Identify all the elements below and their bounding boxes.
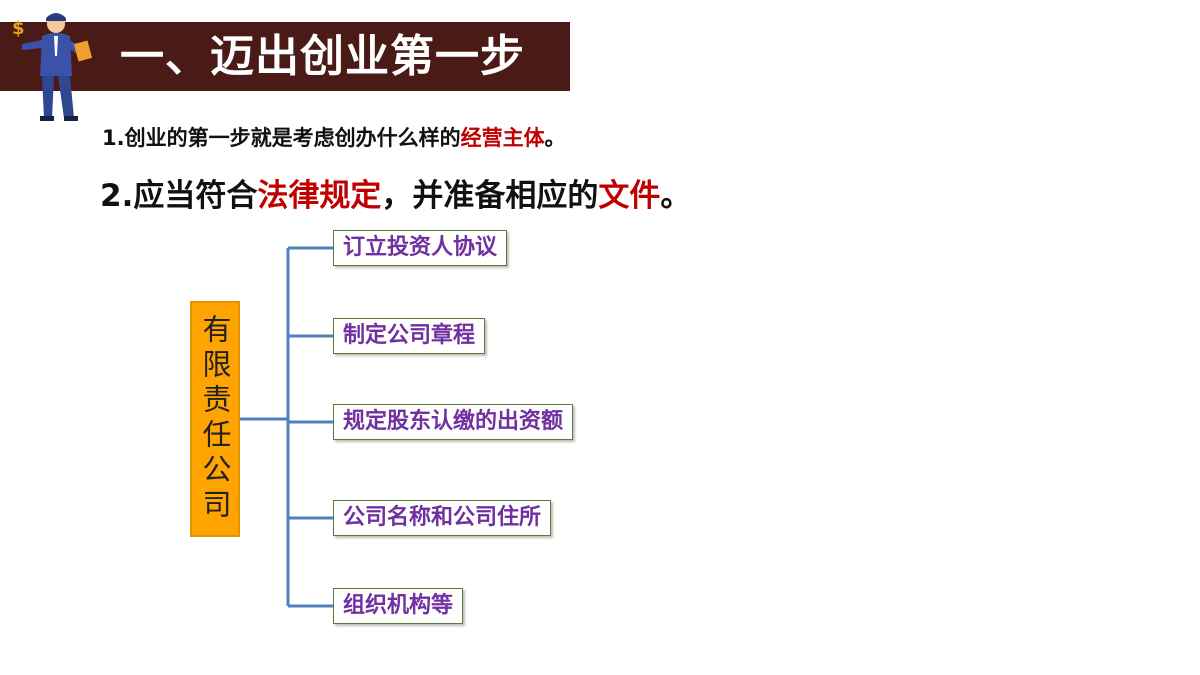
dollar-sign-icon: $ xyxy=(12,18,25,39)
root-node-label: 有限责任公司 xyxy=(198,314,232,524)
businessman-figure: $ xyxy=(12,13,93,121)
title-bar xyxy=(0,22,570,91)
branch-node: 订立投资人协议 xyxy=(333,230,508,266)
point-1: 1.创业的第一步就是考虑创办什么样的经营主体。 xyxy=(102,126,566,150)
page-title: 一、迈出创业第一步 xyxy=(120,31,525,82)
branch-node: 组织机构等 xyxy=(333,588,464,624)
branch-node: 制定公司章程 xyxy=(333,318,486,354)
root-node: 有限责任公司 xyxy=(190,301,240,537)
branch-node: 规定股东认缴的出资额 xyxy=(333,404,574,440)
branch-node: 公司名称和公司住所 xyxy=(333,500,552,536)
point-2: 2.应当符合法律规定，并准备相应的文件。 xyxy=(100,178,692,214)
